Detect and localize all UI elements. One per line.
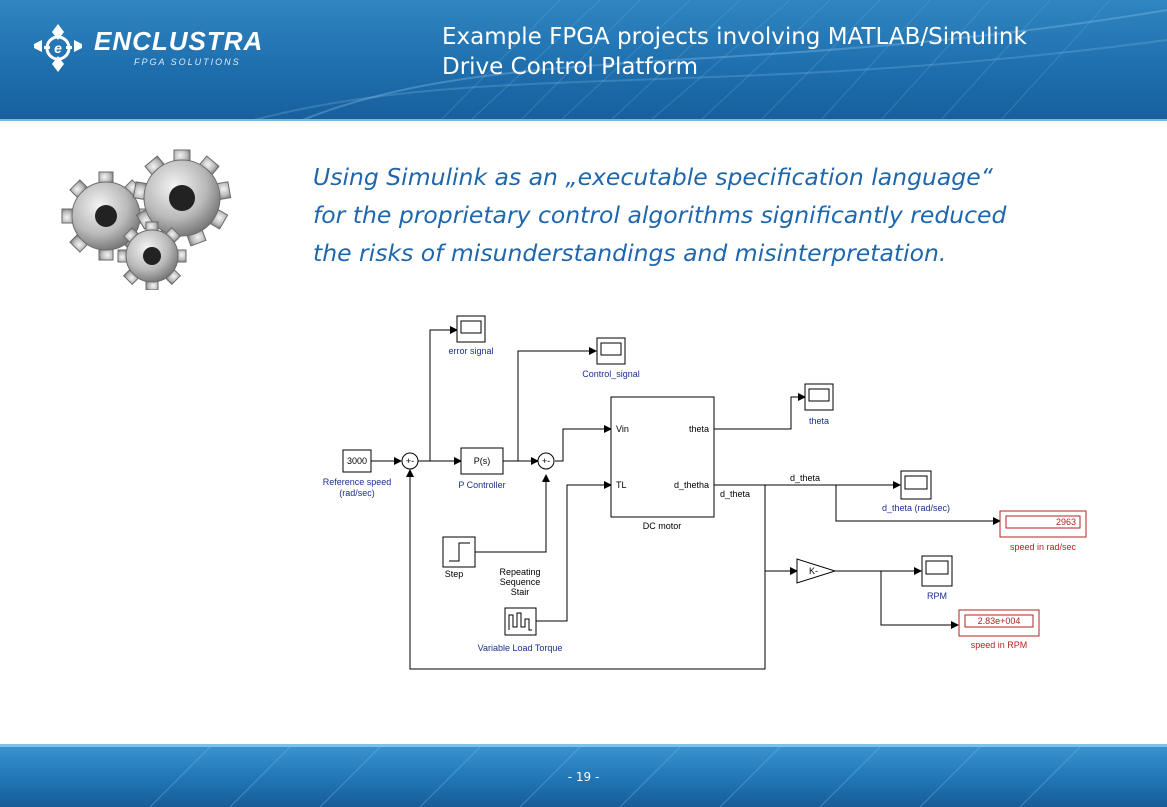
motor-port-dtheta: d_thetha [674,480,709,490]
control-signal-label: Control_signal [582,369,640,379]
speed-rad-display[interactable] [999,510,1087,538]
speed-rad-value: 2963 [1056,517,1076,527]
logo-wordmark: ENCLUSTRA [94,26,264,56]
quote-text: Using Simulink as an „executable specifi… [313,158,1163,272]
gear-bottom [117,221,187,290]
reference-value: 3000 [347,456,367,466]
svg-text:e: e [54,40,62,56]
title-line-1: Example FPGA projects involving MATLAB/S… [442,24,1027,50]
speed-rpm-label: speed in RPM [971,640,1028,650]
motor-port-theta: theta [689,424,709,434]
footer-bar: - 19 - [0,744,1167,807]
header-bar: e ENCLUSTRA FPGA SOLUTIONS Example FPGA … [0,0,1167,121]
reference-label-1: Reference speed [323,477,392,487]
step-label: Step [445,569,464,579]
footer-streaks [149,746,1081,807]
stair-label-1: Repeating [499,567,540,577]
p-controller-label: P Controller [458,480,505,490]
title-line-2: Drive Control Platform [442,54,699,80]
p-controller-tf: P(s) [474,456,491,466]
stair-block[interactable] [504,607,537,636]
theta-scope-label: theta [809,416,829,426]
sum-block-2[interactable] [537,452,555,470]
logo-tagline: FPGA SOLUTIONS [134,57,241,67]
reference-speed-block[interactable] [342,449,372,473]
theta-scope[interactable] [804,383,834,411]
signal-wires [371,326,1001,670]
error-signal-scope[interactable] [456,315,486,343]
header-separator [0,119,1167,121]
motor-port-tl: TL [616,480,627,490]
dtheta-scope[interactable] [900,470,932,500]
load-torque-label: Variable Load Torque [478,643,563,653]
stair-label-3: Stair [511,587,530,597]
step-block[interactable] [442,536,476,568]
rpm-scope-label: RPM [927,591,947,601]
speed-rpm-display[interactable] [958,609,1040,637]
quote-line-1: Using Simulink as an „executable specifi… [313,163,993,191]
dtheta-scope-label: d_theta (rad/sec) [882,503,950,513]
stair-label-2: Sequence [500,577,541,587]
sum-2-signs: +- [542,456,550,466]
error-signal-label: error signal [448,346,493,356]
motor-port-vin: Vin [616,424,629,434]
simulink-diagram: .blk { fill:#ffffff; stroke:#000; stroke… [323,315,1087,670]
page-number: - 19 - [567,770,600,784]
sum-block-1[interactable] [401,452,419,470]
sum-1-signs: +- [406,456,414,466]
reference-label-2: (rad/sec) [339,488,375,498]
quote-line-3: the risks of misunderstandings and misin… [313,239,947,267]
gain-label: K- [809,566,818,576]
gear-right [132,149,232,247]
p-controller-block[interactable] [460,447,504,475]
dtheta-signal-label-2: d_theta [790,473,820,483]
quote-line-2: for the proprietary control algorithms s… [313,201,1007,229]
enclustra-logo: e ENCLUSTRA FPGA SOLUTIONS [30,22,264,74]
rpm-scope[interactable] [921,555,953,587]
slide-title: Example FPGA projects involving MATLAB/S… [442,22,1152,82]
dtheta-signal-label-1: d_theta [720,489,750,499]
header-streaks [249,0,1167,121]
speed-rpm-value: 2.83e+004 [978,616,1021,626]
motor-label: DC motor [643,521,682,531]
speed-rad-label: speed in rad/sec [1010,542,1077,552]
gain-block[interactable] [796,558,837,584]
control-signal-scope[interactable] [596,337,626,365]
footer-separator [0,744,1167,747]
gears-icon [61,149,232,290]
enclustra-logo-icon: e [34,24,82,72]
dc-motor-block[interactable] [610,396,715,518]
